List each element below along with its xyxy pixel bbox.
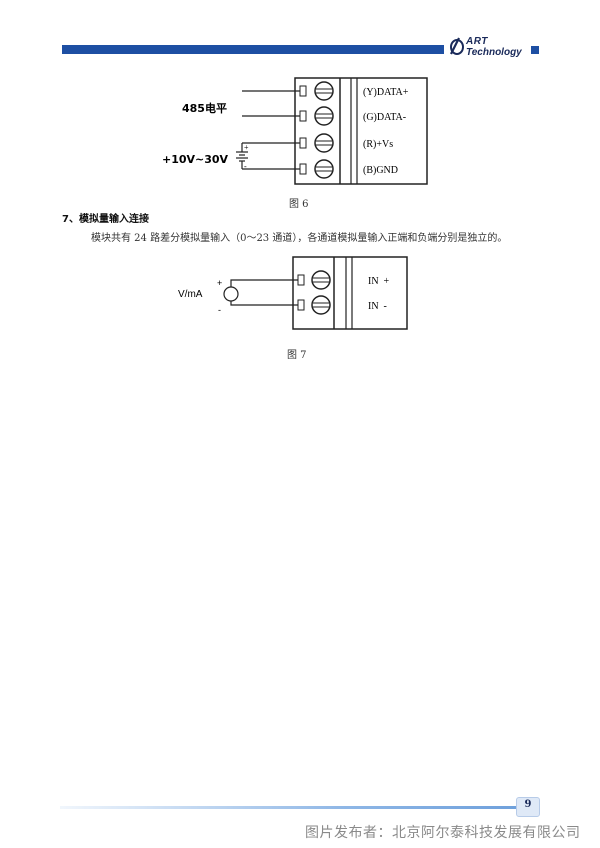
- terminal-block: [292, 256, 408, 330]
- art-logo-icon: [450, 37, 464, 55]
- publisher-watermark: 图片发布者：北京阿尔泰科技发展有限公司: [305, 825, 581, 841]
- terminal-label-in-minus: IN -: [368, 301, 387, 312]
- figure-6-caption: 图 6: [289, 199, 309, 210]
- page-number: 9: [524, 799, 532, 810]
- supply-plus: +: [244, 143, 249, 152]
- terminal-block: [294, 77, 428, 185]
- signal-wires: [230, 279, 298, 306]
- section-title: 7、模拟量输入连接: [62, 214, 149, 225]
- terminal-screws: [297, 270, 331, 315]
- figure-6-wiring-diagram: + - 485电平 +10V~30V (Y)DATA+ (G)DATA- (R)…: [162, 77, 428, 185]
- footer-line: [60, 806, 530, 809]
- page-number-badge: [516, 797, 540, 817]
- header-square: [531, 46, 539, 54]
- dc-supply-icon: [236, 151, 248, 162]
- terminal-label-2: (G)DATA-: [363, 112, 406, 123]
- figure-7-caption: 图 7: [287, 350, 307, 361]
- terminal-label-4: (B)GND: [363, 165, 398, 176]
- label-supply-voltage: +10V~30V: [162, 153, 229, 166]
- supply-minus: -: [244, 162, 247, 171]
- label-485-level: 485电平: [182, 101, 227, 115]
- terminal-label-1: (Y)DATA+: [363, 87, 409, 98]
- current-source-icon: [223, 286, 239, 302]
- logo-text-technology: Technology: [466, 47, 522, 58]
- terminal-label-in-plus: IN +: [368, 276, 390, 287]
- source-label: V/mA: [178, 289, 203, 300]
- source-plus: +: [217, 278, 222, 288]
- source-minus: -: [218, 305, 221, 315]
- section-body: 模块共有 24 路差分模拟量输入（0～23 通道），各通道模拟量输入正端和负端分…: [91, 233, 508, 244]
- figure-7-analog-input-diagram: V/mA + - IN + IN -: [178, 256, 408, 330]
- header-bar: [62, 45, 444, 54]
- logo-text-art: ART: [466, 36, 488, 47]
- terminal-label-3: (R)+Vs: [363, 139, 393, 150]
- signal-wires: [241, 90, 300, 170]
